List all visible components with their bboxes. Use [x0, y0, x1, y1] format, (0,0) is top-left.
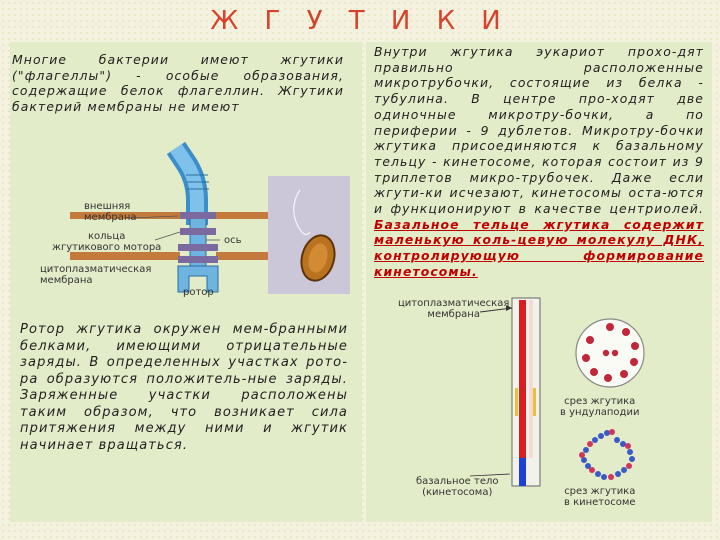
outer-membrane-label: внешняя мембрана	[84, 201, 137, 223]
eukaryote-flagella-text: Внутри жгутика эукариот прохо-дят правил…	[374, 44, 704, 280]
undulipodium-cross-section	[575, 318, 645, 388]
cytoplasmic-membrane-label-right: цитоплазматическая мембрана	[398, 298, 510, 320]
bacterium-micrograph	[268, 176, 350, 294]
bacterial-motor-diagram	[70, 141, 276, 293]
basal-body-label: базальное тело (кинетосома)	[416, 476, 499, 498]
bacteria-flagella-text: Многие бактерии имеют жгутики ("флагеллы…	[12, 52, 344, 115]
rotor-label: ротор	[183, 287, 214, 298]
axis-label: ось	[224, 235, 242, 246]
eukaryotic-flagellum-diagram	[469, 297, 541, 487]
page-title: Ж Г У Т И К И	[210, 6, 510, 36]
kinetosome-section-label: срез жгутика в кинетосоме	[564, 486, 636, 508]
undulipodium-section-label: срез жгутика в ундулаподии	[560, 396, 640, 418]
motor-rings-label: кольца жгутикового мотора	[52, 231, 162, 253]
kinetosome-cross-section	[579, 429, 635, 480]
eukaryote-flagella-plain: Внутри жгутика эукариот прохо-дят правил…	[374, 44, 704, 217]
rotor-text: Ротор жгутика окружен мем-бранными белка…	[20, 322, 348, 453]
basal-body-highlight: Базальное тельце жгутика содержит малень…	[374, 216, 704, 279]
cytoplasmic-membrane-label-left: цитоплазматическая мембрана	[40, 264, 152, 286]
